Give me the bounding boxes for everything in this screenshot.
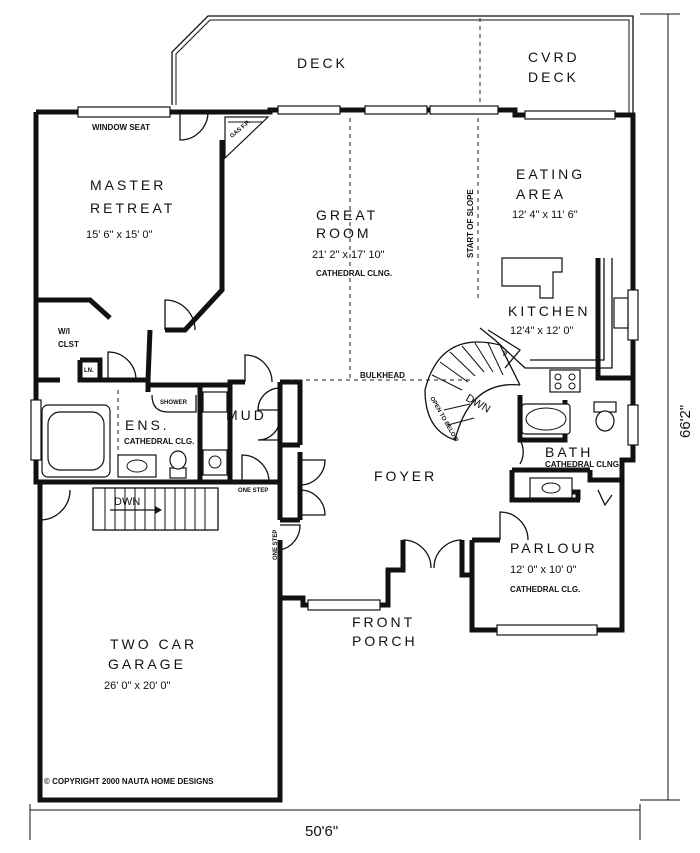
bath-note: CATHEDRAL CLNG. (545, 460, 621, 469)
eating-area-name-2: AREA (516, 186, 566, 202)
windows (30, 105, 639, 636)
interior-walls (36, 140, 633, 543)
one-step-label-1: ONE STEP (238, 488, 268, 494)
start-of-slope-label: START OF SLOPE (466, 189, 475, 258)
garage-name-2: GARAGE (108, 656, 186, 672)
one-step-label-2: ONE STEP (273, 530, 279, 560)
front-porch-name-2: PORCH (352, 633, 418, 649)
ensuite-note: CATHEDRAL CLG. (124, 437, 194, 446)
bath-fixtures (521, 401, 617, 499)
garage-stair-down-label: DWN (114, 496, 140, 508)
dimension-lines (29, 13, 680, 840)
garage-name-1: TWO CAR (110, 636, 197, 652)
master-retreat-name-1: MASTER (90, 177, 166, 193)
deck-label: DECK (297, 55, 348, 71)
great-room-size: 21' 2" x 17' 10" (312, 249, 385, 261)
great-room-note: CATHEDRAL CLNG. (316, 269, 392, 278)
pantry-label: P (503, 352, 507, 358)
eating-area-name-1: EATING (516, 166, 585, 182)
master-retreat-size: 15' 6" x 15' 0" (86, 229, 153, 241)
eating-area-size: 12' 4" x 11' 6" (512, 209, 578, 221)
kitchen-fixtures (479, 257, 629, 393)
garage-size: 26' 0" x 20' 0" (104, 680, 171, 692)
parlour-size: 12' 0" x 10' 0" (510, 564, 577, 576)
ensuite-fixtures (41, 391, 228, 479)
copyright-notice: © COPYRIGHT 2000 NAUTA HOME DESIGNS (44, 777, 214, 786)
master-retreat-name-2: RETREAT (90, 200, 175, 216)
bulkhead-label: BULKHEAD (360, 371, 405, 380)
linen-label: LN. (84, 368, 94, 374)
bath-name: BATH (545, 444, 593, 460)
mud-room-label: MUD (226, 407, 267, 423)
foyer-label: FOYER (374, 468, 437, 484)
fireplace (224, 116, 270, 160)
kitchen-size: 12'4" x 12' 0" (510, 325, 573, 337)
ensuite-name: ENS. (125, 417, 170, 433)
front-porch-name-1: FRONT (352, 614, 415, 630)
deck-outline (171, 15, 634, 113)
overall-depth-dimension: 66'2" (677, 405, 694, 438)
parlour-note: CATHEDRAL CLG. (510, 585, 580, 594)
parlour-name: PARLOUR (510, 540, 598, 556)
window-seat-label: WINDOW SEAT (92, 123, 150, 132)
room-labels: DECK CVRD DECK WINDOW SEAT GAS F.P. MAST… (44, 49, 694, 840)
covered-deck-label-1: CVRD (528, 49, 580, 65)
walk-in-closet-label-2: CLST (58, 340, 79, 349)
great-room-name-1: GREAT (316, 207, 378, 223)
garage-stair (92, 487, 219, 531)
shower-label: SHOWER (160, 400, 188, 406)
covered-deck-label-2: DECK (528, 69, 579, 85)
open-to-below-label: OPEN TO BELOW (428, 396, 459, 443)
overall-width-dimension: 50'6" (305, 823, 338, 840)
curved-staircase (424, 341, 521, 441)
doors (39, 111, 613, 569)
curved-stair-down-label: DWN (464, 392, 493, 416)
walk-in-closet-label-1: W/I (58, 327, 70, 336)
exterior-walls (33, 107, 636, 803)
kitchen-name: KITCHEN (508, 303, 590, 319)
great-room-name-2: ROOM (316, 225, 372, 241)
